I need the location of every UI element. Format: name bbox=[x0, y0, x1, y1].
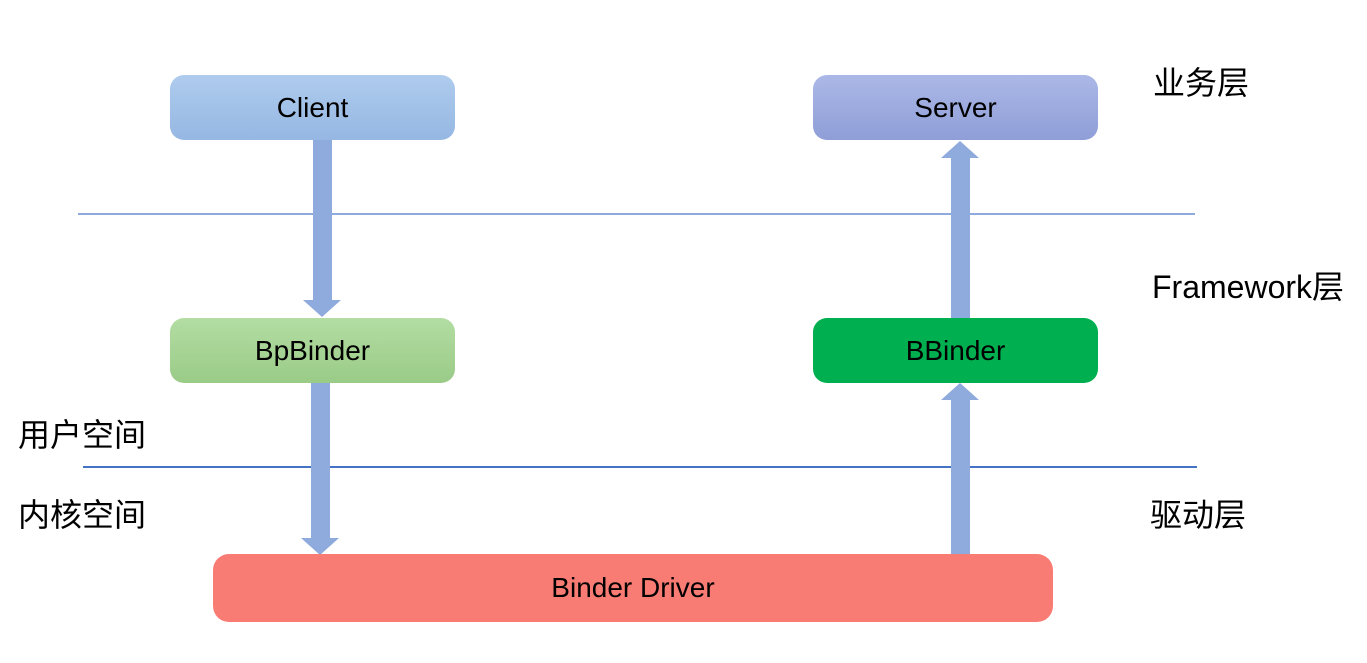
driver-layer-label: 驱动层 bbox=[1150, 497, 1247, 533]
bbinder-box: BBinder bbox=[813, 318, 1098, 383]
arrow-up-icon bbox=[941, 141, 979, 158]
kernel-space-label: 内核空间 bbox=[18, 497, 147, 533]
binder-driver-label: Binder Driver bbox=[551, 572, 715, 603]
user-space-label: 用户空间 bbox=[18, 417, 147, 453]
arrow-up-icon bbox=[941, 383, 979, 400]
client-box: Client bbox=[170, 75, 455, 140]
business-layer-label: 业务层 bbox=[1153, 65, 1250, 101]
user-kernel-divider-line bbox=[83, 466, 1197, 468]
arrow-shaft bbox=[950, 158, 970, 318]
arrow-down-icon bbox=[303, 300, 341, 317]
arrow-client-to-bpbinder bbox=[303, 140, 341, 317]
arrow-binder-driver-to-bbinder bbox=[941, 383, 979, 555]
client-label: Client bbox=[276, 91, 349, 123]
bpbinder-label: BpBinder bbox=[254, 334, 371, 366]
binder-driver-box: Binder Driver bbox=[213, 554, 1053, 622]
server-box: Server bbox=[813, 75, 1098, 140]
framework-layer-label: Framework层 bbox=[1152, 269, 1345, 305]
arrow-down-icon bbox=[301, 538, 339, 555]
arrow-bbinder-to-server bbox=[941, 141, 979, 318]
arrow-shaft bbox=[950, 400, 970, 555]
arrow-bpbinder-to-binder-driver bbox=[301, 383, 339, 555]
bpbinder-box: BpBinder bbox=[170, 318, 455, 383]
arrow-shaft bbox=[312, 140, 332, 300]
bbinder-label: BBinder bbox=[905, 334, 1006, 366]
arrow-shaft bbox=[310, 383, 330, 538]
server-label: Server bbox=[914, 91, 997, 123]
business-framework-divider-line bbox=[78, 213, 1195, 215]
